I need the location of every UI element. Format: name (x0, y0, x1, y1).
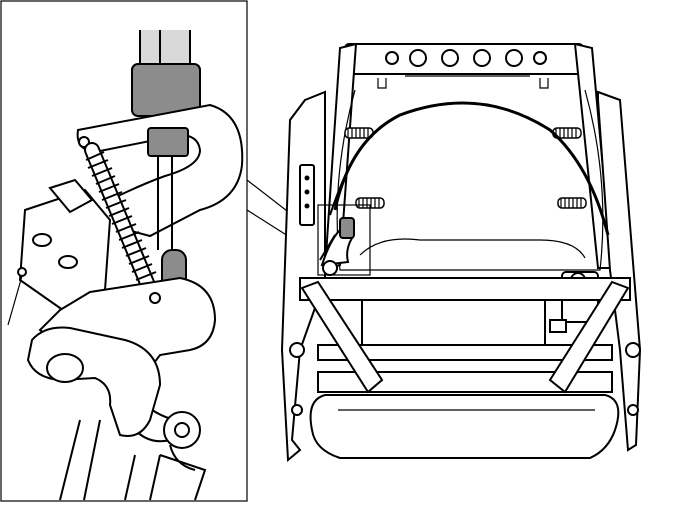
cable-clamp (147, 127, 189, 157)
bracket-bolt-1 (32, 233, 52, 247)
cable-arc (333, 101, 610, 236)
frame-overview (280, 42, 642, 463)
front-pan (309, 394, 620, 459)
right-brace (548, 280, 630, 394)
tension-springs (344, 127, 587, 209)
front-frame (299, 277, 631, 301)
left-brace (300, 280, 384, 394)
inset-detail (0, 0, 248, 502)
bracket-bolt-2 (58, 255, 78, 269)
right-side-panel (597, 90, 642, 452)
top-crossbar (344, 43, 584, 89)
control-cable (131, 30, 201, 117)
coil-spring (84, 142, 160, 303)
control-unit (299, 164, 371, 276)
pipe-end (46, 353, 84, 383)
